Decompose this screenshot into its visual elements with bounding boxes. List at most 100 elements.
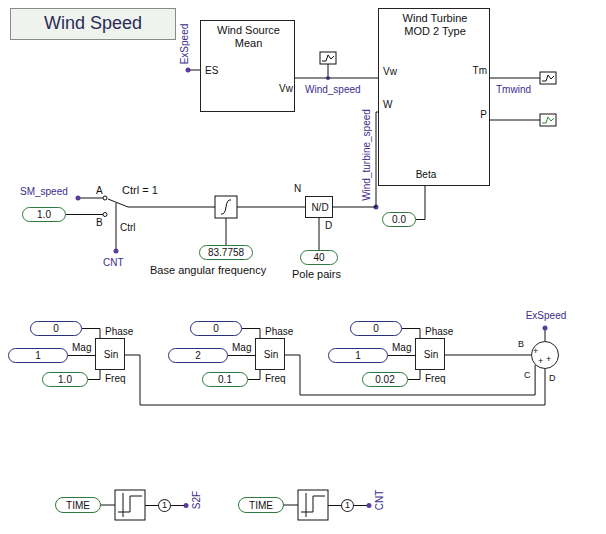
constant: 1.0	[42, 372, 88, 387]
step-axis	[123, 493, 124, 517]
signal-wire	[68, 355, 95, 356]
signal-wire	[408, 370, 420, 380]
block-label: Wind Turbine MOD 2 Type	[397, 12, 473, 37]
signal-name: Wind_speed	[305, 84, 361, 95]
port-name: A	[96, 185, 103, 196]
signal-wire	[388, 355, 415, 356]
port-label: Freq	[265, 373, 286, 385]
signal-dot	[543, 326, 548, 331]
signal-name: CNT	[374, 490, 385, 511]
signal-wire	[88, 370, 100, 380]
block-label: 0	[373, 323, 379, 334]
signal-wire	[445, 355, 531, 356]
wire	[237, 207, 305, 208]
wire	[284, 505, 298, 506]
port-name: B	[96, 217, 103, 228]
divider-block: N/DND	[305, 196, 333, 218]
block-label: ExSpeed	[512, 310, 580, 322]
block-label: TIME	[249, 500, 273, 511]
meter-icon	[540, 72, 556, 84]
parameter-name: Pole pairs	[292, 268, 341, 280]
wire	[490, 78, 540, 79]
block-label: N/D	[306, 202, 334, 214]
sin-block: SinPhaseMagFreq	[415, 338, 445, 370]
constant: 0	[30, 321, 82, 336]
port-name: Ctrl	[120, 222, 136, 233]
port-label: ES	[205, 65, 218, 77]
sin-block: SinPhaseMagFreq	[95, 338, 125, 370]
wire	[328, 505, 341, 506]
signal-wire	[319, 218, 320, 250]
switch-contact	[103, 213, 107, 217]
port-label: Phase	[265, 326, 293, 338]
signal-wire	[242, 329, 260, 339]
signal-name: Wind_turbine_speed	[361, 109, 372, 201]
sign: +	[533, 347, 538, 357]
sin-block: SinPhaseMagFreq	[255, 338, 285, 370]
parameter-name: Base angular frequency	[150, 264, 266, 276]
signal-name: S2F	[191, 491, 202, 509]
block-label: 1	[162, 501, 167, 511]
port-label: P	[439, 109, 487, 121]
wind-turbine-block: Wind Turbine MOD 2 TypeVwWBetaTmP	[378, 8, 490, 186]
step-symbol	[301, 496, 325, 512]
signal-name: SM_speed	[20, 186, 68, 197]
port-label: Vw	[256, 83, 293, 95]
step-block	[115, 490, 145, 520]
port-label: Freq	[105, 373, 126, 385]
data-type-circle: 1	[341, 499, 354, 512]
port-label: Freq	[425, 373, 446, 385]
meter-trace	[542, 117, 554, 123]
step-symbol	[118, 496, 142, 512]
meter-trace	[322, 55, 334, 61]
constant: 0.02	[362, 372, 408, 387]
port-label: Phase	[105, 326, 133, 338]
port-name: B	[518, 340, 524, 350]
constant: 1	[8, 348, 68, 363]
wire	[145, 505, 158, 506]
constant: 0	[350, 321, 402, 336]
block-label: 1	[345, 501, 350, 511]
block-label: Sin	[416, 349, 446, 361]
signal-dot	[76, 196, 81, 201]
wind-source-block: Wind Source MeanES Vw	[200, 20, 295, 112]
block-label: 0.1	[218, 374, 232, 385]
block-label: 0.0	[392, 214, 406, 225]
meter-trace	[542, 75, 554, 81]
time-input: TIME	[238, 497, 284, 513]
step-block	[298, 490, 328, 520]
signal-wire	[285, 355, 535, 395]
constant: 1.0	[22, 207, 66, 222]
constant: 0.0	[382, 212, 416, 227]
signal-dot	[114, 249, 119, 254]
port-label: Mag	[392, 342, 411, 354]
wire	[101, 505, 115, 506]
wire	[226, 218, 227, 245]
step-axis	[306, 493, 307, 517]
block-label: TIME	[66, 500, 90, 511]
port-name: C	[524, 371, 531, 381]
block-label: 1	[355, 350, 361, 361]
signal-dot	[184, 503, 189, 508]
wire	[545, 329, 546, 341]
signal-wire	[295, 78, 378, 79]
port-label: Vw	[383, 66, 397, 78]
sign: +	[538, 357, 543, 367]
block-label: Wind Source Mean	[213, 24, 284, 49]
block-label: 1.0	[58, 374, 72, 385]
block-label: 0	[213, 323, 219, 334]
constant: 83.7758	[199, 245, 253, 260]
constant: 0	[190, 321, 242, 336]
control-wire	[116, 203, 117, 249]
signal-name: CNT	[103, 257, 124, 268]
block-label: 40	[313, 252, 324, 263]
block-label: 0	[53, 323, 59, 334]
port-label: Mag	[232, 342, 251, 354]
signal-wire	[228, 355, 255, 356]
signal-name: ExSpeed	[179, 24, 190, 65]
signal-name: Tmwind	[496, 84, 531, 95]
sign: +	[546, 355, 551, 365]
port-label: D	[325, 220, 332, 232]
gain-block	[215, 196, 237, 218]
